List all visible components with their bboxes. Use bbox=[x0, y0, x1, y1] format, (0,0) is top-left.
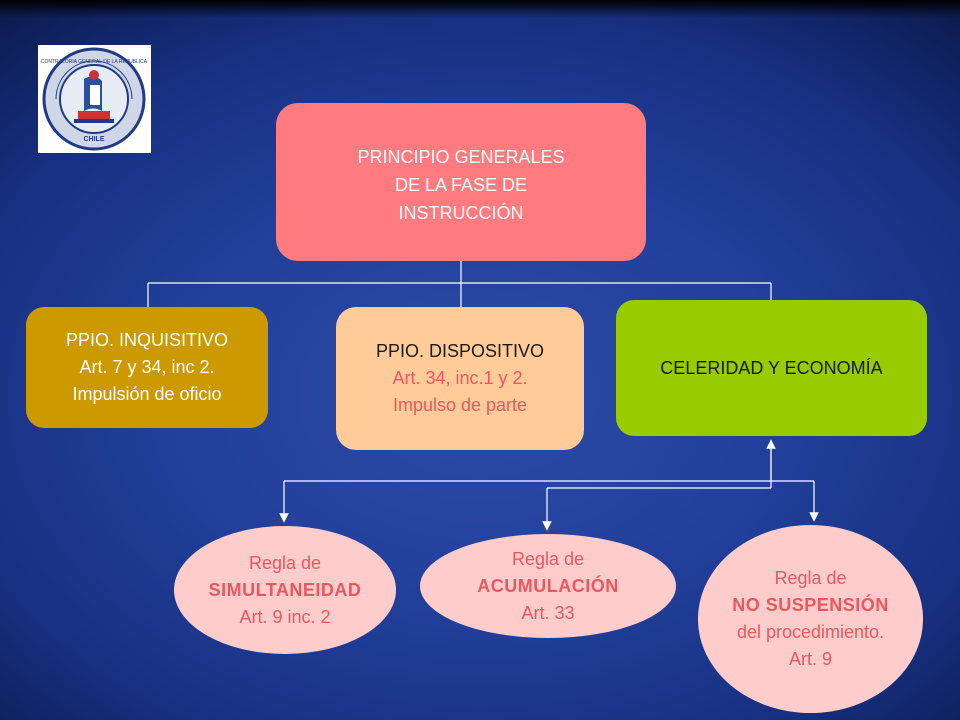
simultaneidad-line1: Regla de bbox=[248, 552, 322, 573]
simultaneidad-rule-ellipse: Regla de SIMULTANEIDAD Art. 9 inc. 2 bbox=[174, 526, 396, 654]
dispositivo-article: Art. 34, inc.1 y 2. bbox=[392, 368, 528, 388]
inquisitivo-box: PPIO. INQUISITIVO Art. 7 y 34, inc 2. Im… bbox=[26, 307, 268, 428]
celeridad-title: CELERIDAD Y ECONOMÍA bbox=[660, 357, 883, 378]
top-shadow bbox=[0, 0, 960, 18]
main-title-line1: PRINCIPIO GENERALES bbox=[357, 147, 565, 167]
main-title-line2: DE LA FASE DE bbox=[394, 175, 528, 195]
dispositivo-title: PPIO. DISPOSITIVO bbox=[375, 341, 545, 361]
no-suspension-line3: del procedimiento. bbox=[736, 622, 885, 642]
simultaneidad-line3: Art. 9 inc. 2 bbox=[239, 606, 331, 627]
no-suspension-line1: Regla de bbox=[774, 568, 847, 588]
seal-icon: CHILE CONTRALORIA GENERAL DE LA REPUBLIC… bbox=[41, 47, 148, 151]
no-suspension-line4: Art. 9 bbox=[788, 649, 832, 669]
seal-country-text: CHILE bbox=[84, 136, 105, 143]
no-suspension-line2: NO SUSPENSIÓN bbox=[732, 595, 889, 615]
acumulacion-line1: Regla de bbox=[511, 548, 585, 569]
acumulacion-line3: Art. 33 bbox=[521, 602, 575, 623]
dispositivo-description: Impulso de parte bbox=[392, 395, 528, 415]
logo: CHILE CONTRALORIA GENERAL DE LA REPUBLIC… bbox=[38, 45, 151, 153]
inquisitivo-title: PPIO. INQUISITIVO bbox=[65, 330, 229, 350]
acumulacion-line2: ACUMULACIÓN bbox=[477, 575, 619, 596]
simultaneidad-line2: SIMULTANEIDAD bbox=[208, 579, 362, 600]
inquisitivo-article: Art. 7 y 34, inc 2. bbox=[79, 357, 215, 377]
celeridad-box: CELERIDAD Y ECONOMÍA bbox=[616, 300, 927, 436]
acumulacion-rule-ellipse: Regla de ACUMULACIÓN Art. 33 bbox=[420, 534, 676, 638]
dispositivo-box: PPIO. DISPOSITIVO Art. 34, inc.1 y 2. Im… bbox=[336, 307, 584, 450]
seal-ring-text: CONTRALORIA GENERAL DE LA REPUBLICA bbox=[41, 59, 148, 65]
inquisitivo-description: Impulsión de oficio bbox=[72, 384, 222, 404]
main-principle-box: PRINCIPIO GENERALES DE LA FASE DE INSTRU… bbox=[276, 103, 646, 261]
no-suspension-rule-ellipse: Regla de NO SUSPENSIÓN del procedimiento… bbox=[698, 525, 923, 713]
main-title-line3: INSTRUCCIÓN bbox=[398, 203, 524, 223]
